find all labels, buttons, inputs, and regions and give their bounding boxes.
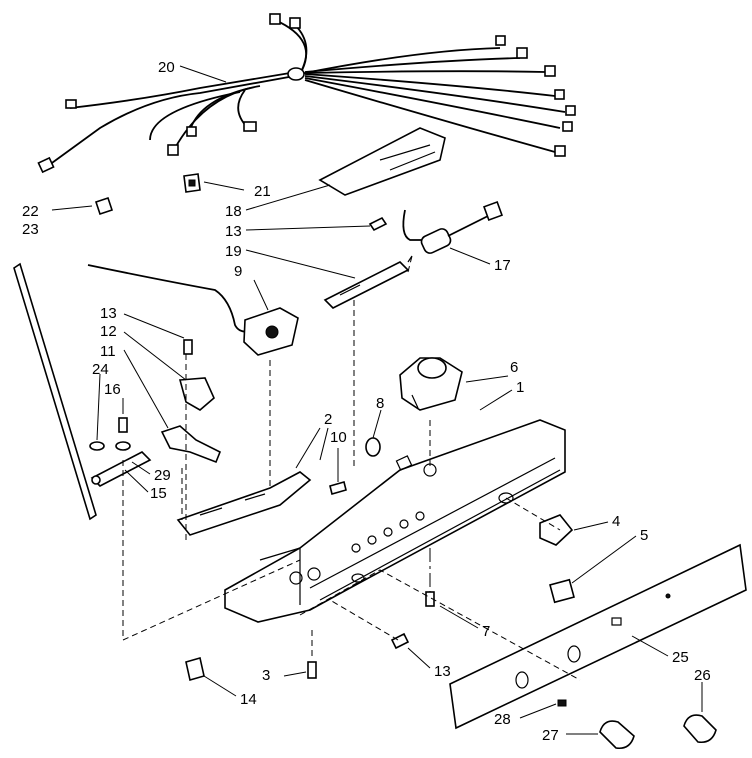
lever-29 — [90, 451, 152, 487]
rod-23 — [13, 262, 97, 521]
clip-28 — [557, 699, 567, 707]
callout-26: 26 — [694, 667, 711, 684]
clip-22 — [94, 196, 114, 216]
cover-18 — [318, 127, 446, 196]
washer-24 — [89, 441, 105, 451]
switch-5 — [549, 578, 575, 604]
callout-16: 16 — [104, 381, 121, 398]
callout-12: 12 — [100, 323, 117, 340]
callout-11: 11 — [100, 343, 116, 360]
screw-16 — [115, 417, 131, 451]
callout-2: 2 — [324, 411, 332, 428]
callout-19: 19 — [225, 243, 242, 260]
alignment-lines — [122, 255, 581, 681]
callout-18: 18 — [225, 203, 242, 220]
callout-10: 10 — [330, 429, 347, 446]
callouts: 20 21 18 13 19 17 9 22 23 13 12 11 24 16… — [22, 59, 711, 744]
leader-lines — [51, 65, 703, 735]
screw-13b — [183, 339, 193, 355]
sensor-17 — [402, 201, 503, 254]
thermostat-9 — [87, 264, 299, 356]
callout-27: 27 — [542, 727, 559, 744]
switch-4 — [539, 514, 574, 546]
clip-21 — [183, 173, 201, 193]
callout-22: 22 — [22, 203, 39, 220]
callout-17: 17 — [494, 257, 511, 274]
knob-27 — [599, 720, 635, 750]
housing-1 — [224, 419, 566, 623]
callout-13-left: 13 — [100, 305, 117, 322]
callout-7: 7 — [482, 623, 490, 640]
callout-24: 24 — [92, 361, 109, 378]
callout-5: 5 — [640, 527, 648, 544]
screw-3 — [307, 661, 317, 679]
control-11 — [160, 425, 222, 464]
callout-13-lower: 13 — [434, 663, 451, 680]
knob-8 — [365, 437, 381, 457]
callout-23: 23 — [22, 221, 39, 238]
callout-8: 8 — [376, 395, 384, 412]
callout-13-upper: 13 — [225, 223, 242, 240]
wiring-harness — [37, 13, 576, 174]
bracket-12 — [178, 377, 215, 411]
callout-28: 28 — [494, 711, 511, 728]
callout-1: 1 — [516, 379, 524, 396]
callout-14: 14 — [240, 691, 257, 708]
knob-26 — [683, 714, 717, 744]
bracket-2 — [176, 471, 312, 536]
screw-13c — [390, 632, 410, 650]
clip-14 — [185, 656, 205, 682]
panel-25 — [449, 543, 747, 730]
callout-29: 29 — [154, 467, 171, 484]
capillary-19 — [323, 255, 413, 309]
callout-15: 15 — [150, 485, 167, 502]
callout-9: 9 — [234, 263, 242, 280]
callout-21: 21 — [254, 183, 271, 200]
callout-3: 3 — [262, 667, 270, 684]
thermostat-6 — [399, 357, 463, 411]
callout-20: 20 — [158, 59, 175, 76]
callout-25: 25 — [672, 649, 689, 666]
callout-4: 4 — [612, 513, 620, 530]
screw-10 — [329, 481, 347, 495]
callout-6: 6 — [510, 359, 518, 376]
screw-13a — [368, 216, 388, 232]
